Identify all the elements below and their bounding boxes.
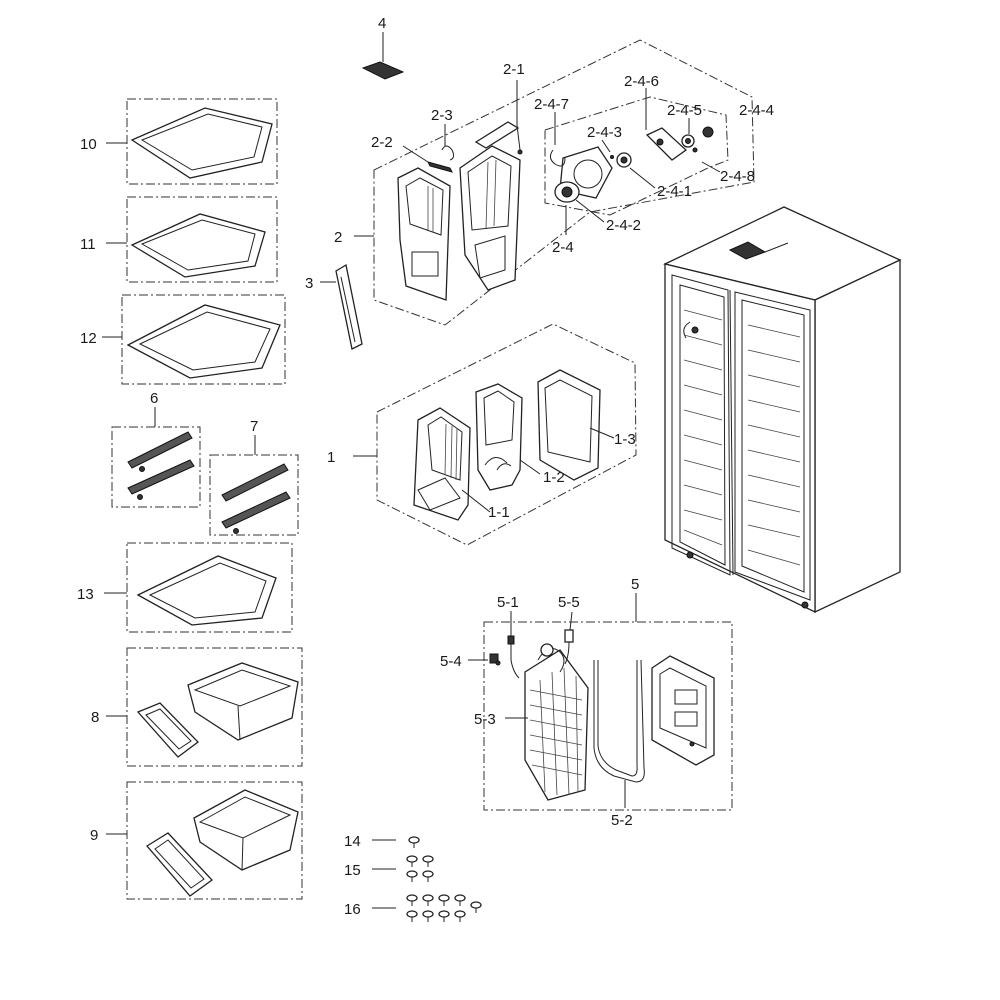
part-15-screws: 15 (344, 855, 434, 882)
evaporator-fin-grid (529, 667, 583, 796)
part-5-2-heater: 5-2 (593, 659, 645, 829)
part-5-cover (651, 655, 715, 766)
label-14: 14 (344, 833, 361, 850)
part-14-screw: 14 (344, 833, 420, 850)
group-5-outline (483, 621, 733, 811)
part-13-shelf: 13 (77, 542, 293, 633)
part-11-shelf: 11 (80, 196, 278, 283)
group-2-outline (373, 39, 755, 326)
part-4-bracket: 4 (361, 15, 405, 80)
part-5-3-evaporator: 5-3 (474, 643, 589, 801)
label-5-2: 5-2 (611, 812, 633, 829)
label-10: 10 (80, 136, 97, 153)
label-3: 3 (305, 275, 313, 292)
part-2-4-fan-assembly (544, 96, 729, 216)
label-2-4-3: 2-4-3 (587, 124, 622, 141)
part-1-2-duct: 1-2 (475, 383, 565, 491)
label-2-1: 2-1 (503, 61, 525, 78)
part-2-2: 2-2 (371, 134, 453, 173)
label-5-3: 5-3 (474, 711, 496, 728)
cabinet-rail-marks-left (683, 309, 723, 546)
cabinet-rail-marks-right (747, 324, 801, 566)
label-5-5: 5-5 (558, 594, 580, 611)
label-2-4-6: 2-4-6 (624, 73, 659, 90)
part-10-shelf: 10 (80, 98, 278, 185)
label-4: 4 (378, 15, 386, 32)
label-2-4-5: 2-4-5 (667, 102, 702, 119)
group-1-outline (376, 323, 637, 546)
label-7: 7 (250, 418, 258, 435)
part-2-1: 2-1 (474, 61, 525, 155)
label-8: 8 (91, 709, 99, 726)
part-12-shelf: 12 (80, 294, 286, 385)
part-16-screws: 16 (344, 894, 482, 922)
label-2-4-4: 2-4-4 (739, 102, 774, 119)
part-1-1-duct: 1-1 (413, 407, 510, 521)
label-2-4-2: 2-4-2 (606, 217, 641, 234)
label-1-2: 1-2 (543, 469, 565, 486)
part-9-drawer: 9 (90, 781, 303, 900)
label-11: 11 (80, 236, 96, 253)
part-6-rails: 6 (111, 390, 201, 508)
label-2: 2 (334, 229, 342, 246)
label-2-4: 2-4 (552, 239, 574, 256)
part-3-strip: 3 (305, 263, 363, 350)
label-9: 9 (90, 827, 98, 844)
part-5-1-sensor: 5-1 (497, 594, 520, 679)
screw-group-15 (406, 855, 434, 882)
label-1-1: 1-1 (488, 504, 510, 521)
label-12: 12 (80, 330, 97, 347)
part-1-3-cover: 1-3 (537, 369, 636, 481)
part-2-duct-panel (397, 167, 451, 301)
part-8-drawer: 8 (91, 647, 303, 767)
label-13: 13 (77, 586, 94, 603)
part-5-5-fuse: 5-5 (558, 594, 580, 665)
label-5-4: 5-4 (440, 653, 462, 670)
label-1-3: 1-3 (614, 431, 636, 448)
label-6: 6 (150, 390, 158, 407)
part-7-rails: 7 (209, 418, 299, 536)
label-5-1: 5-1 (497, 594, 519, 611)
label-5: 5 (631, 576, 639, 593)
label-2-3: 2-3 (431, 107, 453, 124)
label-16: 16 (344, 901, 361, 918)
refrigerator-cabinet (663, 206, 902, 614)
label-2-4-8: 2-4-8 (720, 168, 755, 185)
screw-group-16 (406, 894, 482, 922)
label-2-4-1: 2-4-1 (657, 183, 692, 200)
label-2-4-7: 2-4-7 (534, 96, 569, 113)
part-2-duct-right (459, 145, 521, 291)
label-2-2: 2-2 (371, 134, 393, 151)
label-15: 15 (344, 862, 361, 879)
part-5-4-clip: 5-4 (440, 653, 501, 670)
part-2-3: 2-3 (431, 107, 455, 161)
label-1: 1 (327, 449, 335, 466)
